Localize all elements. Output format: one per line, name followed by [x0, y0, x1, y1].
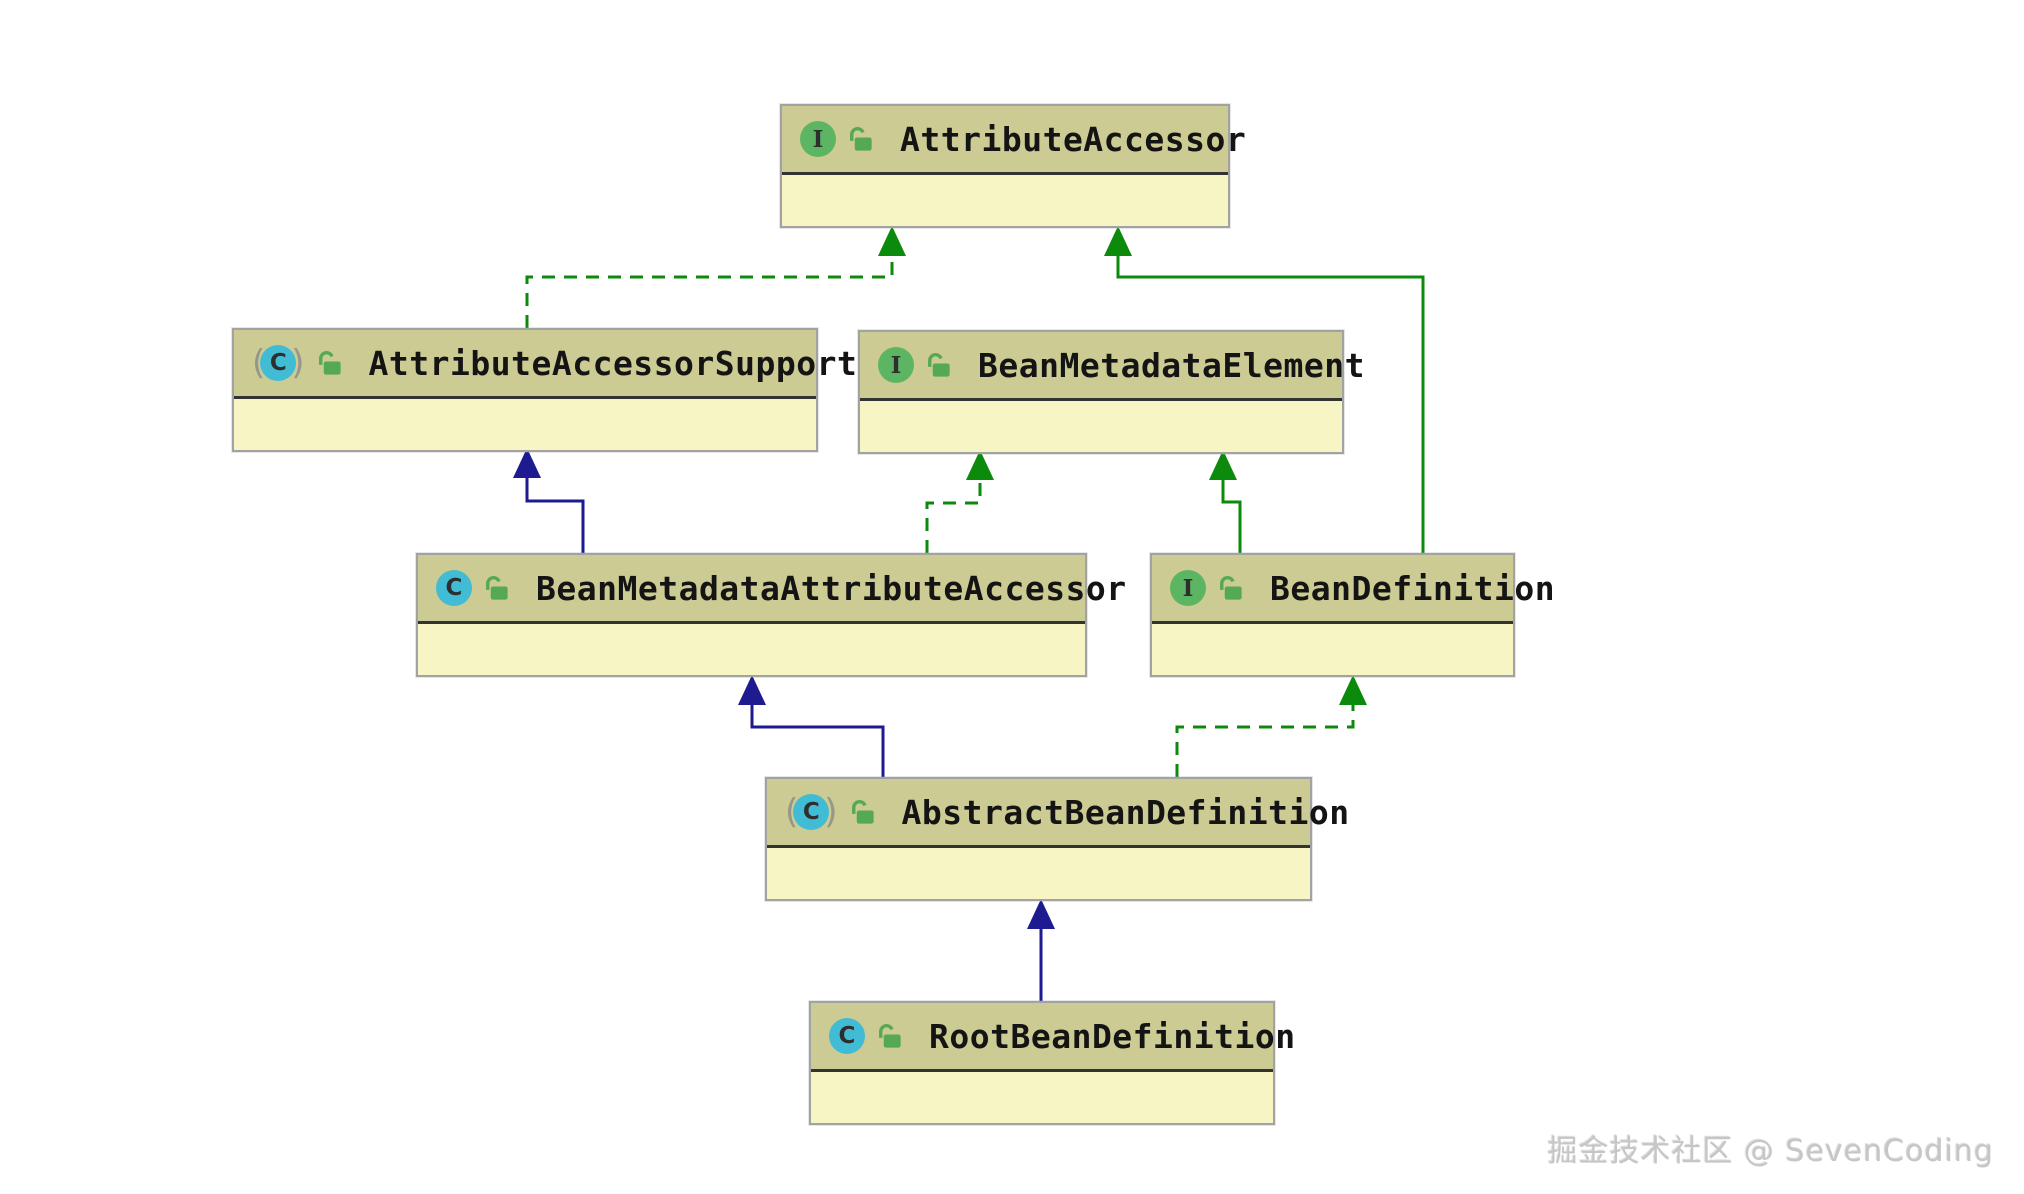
class-node-beanDefinition[interactable]: I BeanDefinition: [1150, 553, 1555, 677]
edge-implements-attributeAccessorSupport-to-attributeAccessor: [525, 256, 894, 328]
unlocked-icon: [928, 353, 950, 377]
arrowhead-icon: [1339, 675, 1367, 705]
arrowhead-icon: [1209, 450, 1237, 480]
unlocked-icon: [851, 800, 874, 824]
class-icon: C: [436, 570, 472, 606]
unlocked-icon: [879, 1024, 901, 1048]
node-fields-section: [234, 396, 816, 450]
node-fields-section: [767, 845, 1310, 899]
abstract-class-icon: (C): [785, 792, 838, 832]
class-node-attributeAccessor[interactable]: I AttributeAccessor: [780, 104, 1246, 228]
class-name: BeanMetadataElement: [978, 345, 1365, 385]
node-header: (C) AttributeAccessorSupport: [234, 330, 857, 396]
class-node-rootBeanDefinition[interactable]: C RootBeanDefinition: [809, 1001, 1295, 1125]
node-fields-section: [811, 1069, 1273, 1123]
class-node-beanMetadataElement[interactable]: I BeanMetadataElement: [858, 330, 1365, 454]
arrowhead-icon: [1027, 899, 1055, 929]
arrowhead-icon: [966, 450, 994, 480]
node-header: I BeanMetadataElement: [860, 332, 1365, 398]
unlocked-icon: [318, 351, 341, 375]
arrowhead-icon: [1104, 226, 1132, 256]
class-node-abstractBeanDefinition[interactable]: (C) AbstractBeanDefinition: [765, 777, 1349, 901]
class-node-attributeAccessorSupport[interactable]: (C) AttributeAccessorSupport: [232, 328, 857, 452]
interface-icon: I: [800, 121, 836, 157]
edge-extends-beanMetadataAttributeAccessor-to-attributeAccessorSupport: [525, 478, 585, 553]
node-fields-section: [1152, 621, 1513, 675]
class-name: AttributeAccessorSupport: [368, 343, 858, 383]
class-name: BeanMetadataAttributeAccessor: [536, 568, 1127, 608]
edge-implements-abstractBeanDefinition-to-beanDefinition: [1175, 705, 1355, 777]
arrowhead-icon: [878, 226, 906, 256]
node-header: (C) AbstractBeanDefinition: [767, 779, 1349, 845]
node-fields-section: [860, 398, 1342, 452]
abstract-class-icon: (C): [252, 343, 305, 383]
interface-icon: I: [878, 347, 914, 383]
node-header: C RootBeanDefinition: [811, 1003, 1295, 1069]
edge-extends-beanDefinition-to-beanMetadataElement: [1221, 480, 1242, 553]
watermark-text: 掘金技术社区 @ SevenCoding: [1547, 1134, 1994, 1169]
edge-implements-beanMetadataAttributeAccessor-to-beanMetadataElement: [925, 480, 982, 553]
edge-extends-abstractBeanDefinition-to-beanMetadataAttributeAccessor: [750, 705, 885, 777]
arrowhead-icon: [513, 448, 541, 478]
class-name: AttributeAccessor: [900, 119, 1247, 159]
class-icon: C: [829, 1018, 865, 1054]
node-header: I AttributeAccessor: [782, 106, 1246, 172]
node-header: C BeanMetadataAttributeAccessor: [418, 555, 1126, 621]
edge-extends-beanDefinition-to-attributeAccessor: [1116, 256, 1425, 553]
node-header: I BeanDefinition: [1152, 555, 1555, 621]
node-fields-section: [418, 621, 1085, 675]
unlocked-icon: [850, 127, 872, 151]
arrowhead-icon: [738, 675, 766, 705]
class-node-beanMetadataAttributeAccessor[interactable]: C BeanMetadataAttributeAccessor: [416, 553, 1126, 677]
class-name: RootBeanDefinition: [929, 1016, 1296, 1056]
unlocked-icon: [486, 576, 508, 600]
unlocked-icon: [1220, 576, 1242, 600]
node-fields-section: [782, 172, 1228, 226]
class-name: AbstractBeanDefinition: [901, 792, 1350, 832]
interface-icon: I: [1170, 570, 1206, 606]
class-name: BeanDefinition: [1270, 568, 1556, 608]
